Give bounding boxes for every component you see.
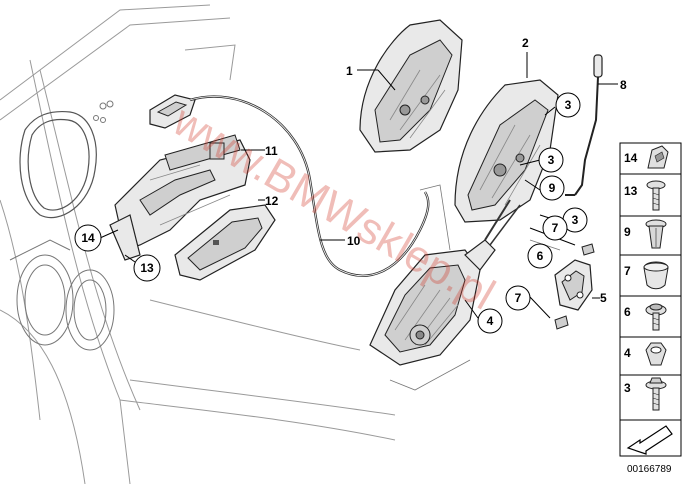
- callout-3a: 3: [565, 98, 572, 112]
- callout-4: 4: [487, 314, 494, 328]
- watermark: www.BMWsklep.pl: [164, 96, 503, 320]
- expanding-rivet-icon: [645, 219, 667, 249]
- plug-icon: [643, 261, 669, 290]
- callout-12: 12: [265, 194, 279, 208]
- callout-10: 10: [347, 234, 361, 248]
- callout-1: 1: [346, 64, 353, 78]
- legend-label-9: 9: [624, 225, 631, 239]
- lock-actuator-part: [369, 199, 521, 366]
- callout-3b-circle: [538, 147, 564, 173]
- callout-labels: 1 2 3 3 3 4 5 6 7 7 8 9 10 11 12 13 14: [74, 36, 627, 334]
- callout-14: 14: [81, 231, 95, 245]
- callout-11: 11: [265, 144, 278, 158]
- door-lock-left-part: [359, 19, 463, 153]
- navigation-arrow-icon: [626, 425, 673, 455]
- handle-cover-part: [174, 204, 276, 281]
- legend-label-13: 13: [624, 184, 638, 198]
- door-handle-carrier-part: [109, 134, 251, 261]
- window-frame-outline: [19, 110, 97, 219]
- callout-9: 9: [549, 181, 556, 195]
- lock-rod-part: [565, 54, 603, 196]
- callout-13-circle: [133, 254, 161, 282]
- callout-3a-circle: [555, 92, 581, 118]
- hex-nut-icon: [645, 342, 667, 366]
- callout-9-circle: [539, 175, 565, 201]
- callout-6: 6: [537, 249, 544, 263]
- callout-3b: 3: [548, 153, 555, 167]
- callout-7a-circle: [542, 215, 568, 241]
- callout-4-circle: [477, 308, 503, 334]
- screw-icon: [646, 180, 666, 211]
- callout-14-circle: [74, 224, 102, 252]
- striker-bracket-part: [554, 259, 593, 311]
- callout-7b: 7: [515, 291, 522, 305]
- callout-7b-circle: [505, 285, 531, 311]
- door-lock-right-part: [454, 79, 559, 223]
- legend-label-6: 6: [624, 305, 631, 319]
- callout-5: 5: [600, 291, 607, 305]
- bolt-washer-icon: [645, 303, 667, 331]
- legend-label-14: 14: [624, 151, 638, 165]
- small-plug-parts: [554, 243, 595, 330]
- callout-3c: 3: [572, 213, 579, 227]
- speaker-grille-outline: [9, 100, 115, 351]
- legend-label-3: 3: [624, 381, 631, 395]
- clip-head-icon: [647, 145, 669, 169]
- callout-2: 2: [522, 36, 529, 50]
- legend-label-4: 4: [624, 346, 631, 360]
- callout-13: 13: [140, 261, 154, 275]
- cable-end-bracket: [149, 94, 196, 129]
- document-number: 00166789: [627, 464, 672, 475]
- legend-label-7: 7: [624, 264, 631, 278]
- callout-6-circle: [527, 243, 553, 269]
- fastener-legend: 14 13 9 7 6: [619, 142, 682, 457]
- door-trim-panel-outline: [0, 4, 396, 484]
- flange-screw-icon: [645, 377, 667, 411]
- callout-8: 8: [620, 78, 627, 92]
- callout-7a: 7: [552, 221, 559, 235]
